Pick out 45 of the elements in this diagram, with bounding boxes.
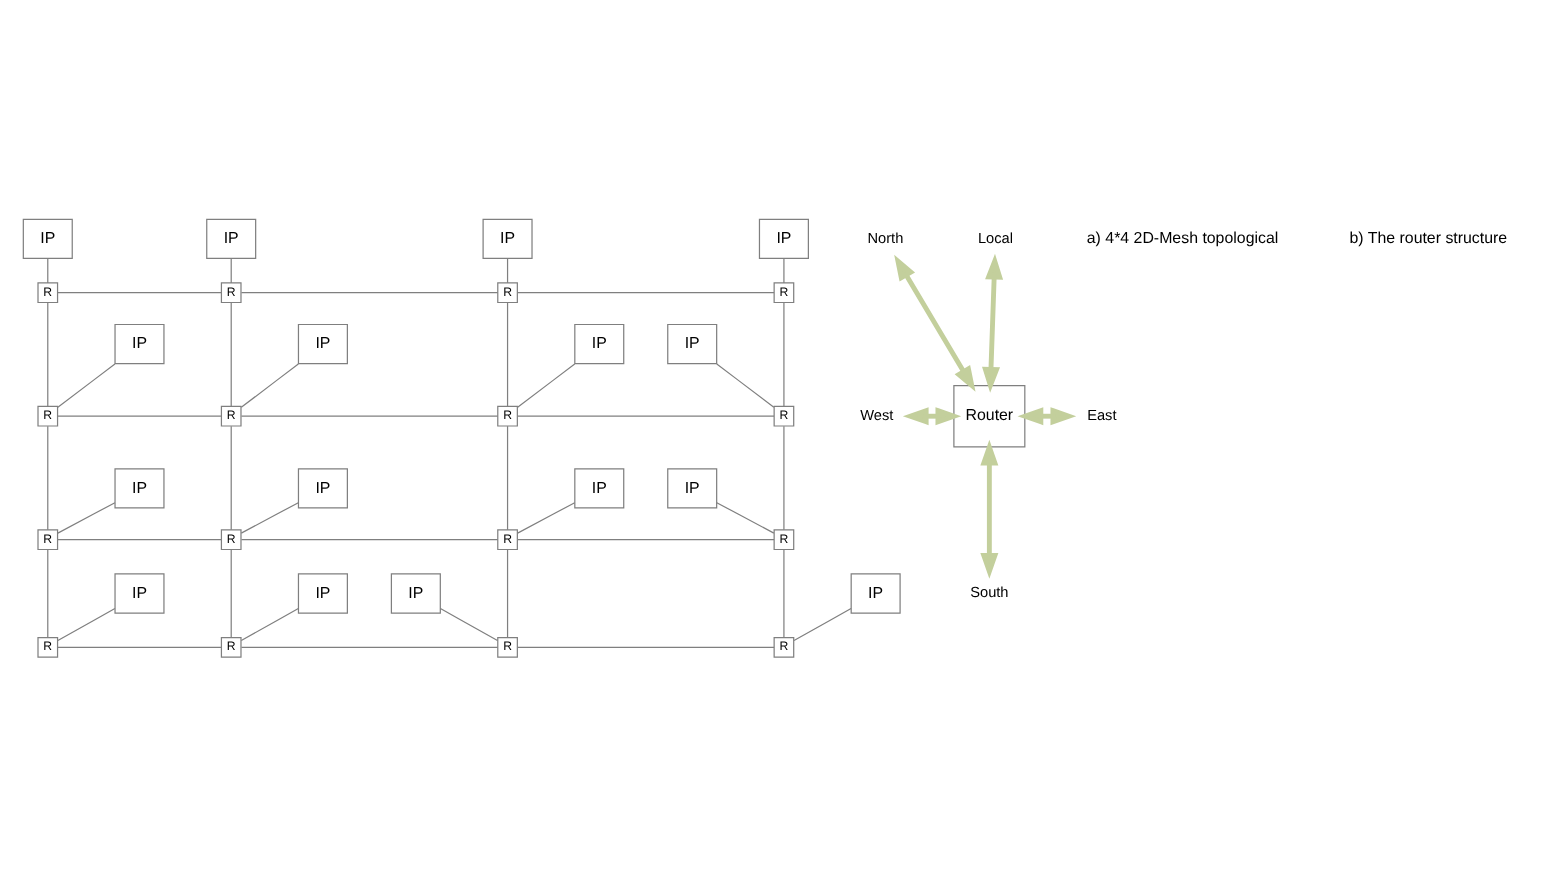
connector [57,539,222,541]
connector [506,425,509,531]
connector [517,539,775,541]
connector [793,607,852,642]
connector [57,415,222,417]
connector [716,502,775,534]
connector [230,302,232,407]
connector [57,646,222,648]
connector [506,302,509,407]
arrow [902,407,962,426]
connector [783,548,785,638]
connector [783,302,785,407]
connector [57,292,222,294]
connector [230,425,232,531]
connector [240,646,499,648]
arrow [1017,407,1077,426]
connector [57,502,116,534]
arrow [980,439,999,579]
connector [240,607,299,642]
connector [240,292,499,294]
connector [240,415,499,417]
connector [517,415,775,417]
connector [783,258,785,284]
connector [517,292,775,294]
connector [47,302,49,407]
connector [240,363,299,408]
connector [240,539,499,541]
connector [47,548,49,638]
connector [517,502,576,534]
connector [716,363,775,408]
connector [783,425,785,531]
connector [47,425,49,531]
connector [517,646,775,648]
connector [240,502,299,534]
connector [57,363,116,408]
connector [47,258,49,284]
connector [439,607,499,642]
connector [506,258,509,284]
arrow [894,254,976,392]
connector [230,258,232,284]
connector [506,548,509,638]
connector [517,363,576,408]
connector [57,607,116,642]
arrow [982,253,1004,393]
connector [230,548,232,638]
